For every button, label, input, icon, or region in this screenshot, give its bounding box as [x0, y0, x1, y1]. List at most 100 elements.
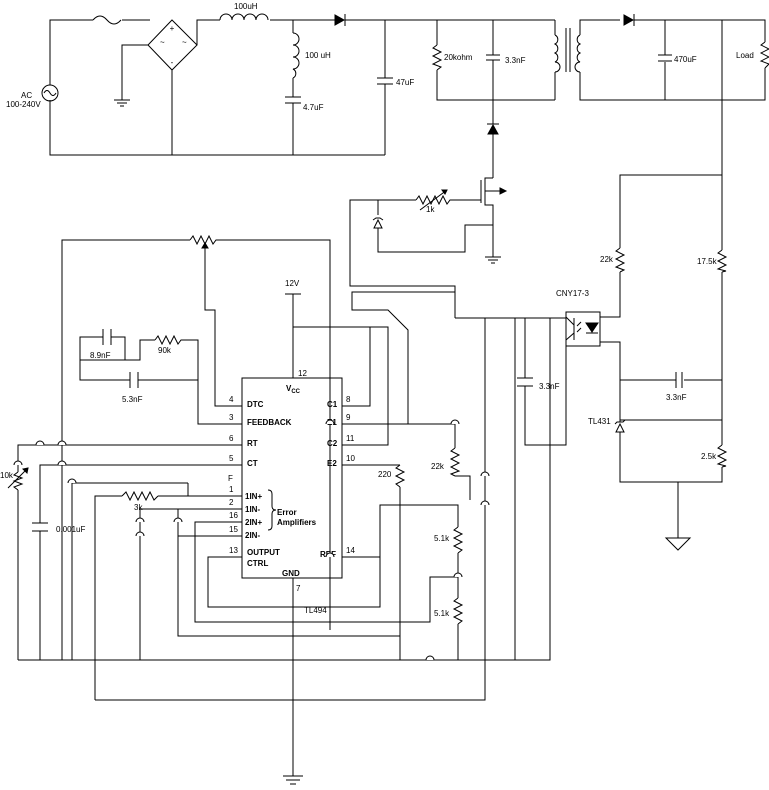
resistor-3k-label: 3k — [134, 503, 143, 512]
inductor-series-label: 100uH — [234, 2, 258, 11]
pin-8: 8 — [346, 395, 351, 404]
diode-output — [623, 14, 635, 26]
resistor-220-label: 220 — [378, 470, 392, 479]
pin-1: 1 — [229, 485, 234, 494]
resistor-22k-control-label: 22k — [431, 462, 445, 471]
chip-2in-minus-label: 2IN- — [245, 531, 260, 540]
resistor-20kohm-label: 20kohm — [444, 53, 473, 62]
svg-text:~: ~ — [182, 38, 187, 47]
chip-ct-label: CT — [247, 459, 258, 468]
svg-text:~: ~ — [160, 38, 165, 47]
diode-snubber — [487, 123, 499, 135]
chip-name-label: TL494 — [304, 606, 327, 615]
pin-9: 9 — [346, 413, 351, 422]
wire-crossings — [13, 419, 490, 661]
error-amp-brace — [267, 489, 277, 531]
resistor-17-5k-label: 17.5k — [697, 257, 718, 266]
resistor-2-5k — [716, 444, 728, 468]
load-label: Load — [736, 51, 754, 60]
pin-12: 12 — [298, 369, 307, 378]
capacitor-0-001uf — [32, 522, 48, 532]
resistor-5-1k-lower — [452, 597, 464, 625]
pin-13: 13 — [229, 546, 238, 555]
resistor-5-1k-lower-label: 5.1k — [434, 609, 450, 618]
pin-2: 2 — [229, 498, 234, 507]
zener-diode-gate — [372, 217, 384, 229]
resistor-17-5k — [716, 249, 728, 273]
capacitor-8-9nf — [102, 329, 112, 345]
diode-primary — [334, 14, 346, 26]
svg-text:+: + — [170, 24, 175, 33]
chip-1in-minus-label: 1IN- — [245, 505, 260, 514]
mosfet — [471, 177, 508, 257]
resistor-220 — [394, 464, 406, 488]
optocoupler — [565, 311, 601, 347]
ground-symbol-mosfet — [485, 256, 501, 264]
capacitor-comp-3-3nf — [675, 372, 683, 388]
potentiometer-feedback — [189, 234, 218, 250]
svg-text:-: - — [171, 58, 174, 67]
capacitor-47uf-label: 47uF — [396, 78, 414, 87]
pin-5: 5 — [229, 454, 234, 463]
chip-amplifiers-label: Amplifiers — [277, 518, 317, 527]
resistor-22k-control — [449, 447, 461, 477]
f-mark: F — [228, 474, 233, 483]
capacitor-47uf — [377, 77, 393, 90]
resistor-90k — [154, 334, 183, 346]
capacitor-4-7uf — [285, 96, 301, 113]
bridge-rectifier: + ~ ~ - — [147, 19, 198, 71]
capacitor-opto-3-3nf — [517, 377, 533, 387]
gate-drive-wiring — [349, 199, 493, 318]
chip-output-label: OUTPUT — [247, 548, 280, 557]
chip-vcc-label: VCC — [286, 384, 301, 395]
capacitor-5-3nf — [129, 372, 139, 388]
chip-c2-label: C2 — [327, 439, 338, 448]
resistor-3k — [121, 490, 159, 502]
chip-2in-plus-label: 2IN+ — [245, 518, 262, 527]
pin-6: 6 — [229, 434, 234, 443]
capacitor-5-3nf-label: 5.3nF — [122, 395, 143, 404]
supply-12v-label: 12V — [285, 279, 300, 288]
pin-7: 7 — [296, 584, 301, 593]
secondary-wiring — [600, 19, 766, 538]
resistor-22k-secondary-label: 22k — [600, 255, 614, 264]
capacitor-comp-label: 3.3nF — [666, 393, 687, 402]
resistor-22k-secondary — [614, 247, 626, 273]
load-resistor — [759, 41, 769, 69]
capacitor-470uf-label: 470uF — [674, 55, 697, 64]
chip-1in-plus-label: 1IN+ — [245, 492, 262, 501]
ground-symbol-secondary — [664, 537, 692, 551]
pin-leads — [222, 366, 362, 598]
ground-symbol-control — [283, 775, 303, 785]
primary-wiring — [49, 19, 556, 178]
ac-range-label: 100-240V — [6, 100, 41, 109]
tl431-label: TL431 — [588, 417, 611, 426]
chip-c1-label: C1 — [327, 400, 338, 409]
chip-gnd-label: GND — [282, 569, 300, 578]
capacitor-470uf — [658, 54, 672, 62]
ac-source — [41, 84, 59, 102]
optocoupler-label: CNY17-3 — [556, 289, 589, 298]
ground-symbol-bridge — [114, 99, 130, 107]
pin-11: 11 — [346, 434, 355, 443]
pin-3: 3 — [229, 413, 234, 422]
resistor-5-1k-upper — [452, 526, 464, 554]
chip-dtc-label: DTC — [247, 400, 264, 409]
resistor-5-1k-upper-label: 5.1k — [434, 534, 450, 543]
pin-16: 16 — [229, 511, 238, 520]
transformer — [553, 19, 722, 101]
tl494-chip — [241, 377, 343, 579]
capacitor-0-001uf-label: 0.001uF — [56, 525, 85, 534]
chip-ctrl-label: CTRL — [247, 559, 268, 568]
chip-feedback-label: FEEDBACK — [247, 418, 292, 427]
pin-15: 15 — [229, 525, 238, 534]
resistor-20kohm — [431, 44, 443, 71]
pin-4: 4 — [229, 395, 234, 404]
potentiometer-10k-label: 10k — [0, 471, 14, 480]
chip-error-label: Error — [277, 508, 297, 517]
capacitor-snubber-3-3nf — [486, 54, 500, 64]
capacitor-opto-label: 3.3nF — [539, 382, 560, 391]
chip-e2-label: E2 — [327, 459, 337, 468]
chip-rt-label: RT — [247, 439, 258, 448]
